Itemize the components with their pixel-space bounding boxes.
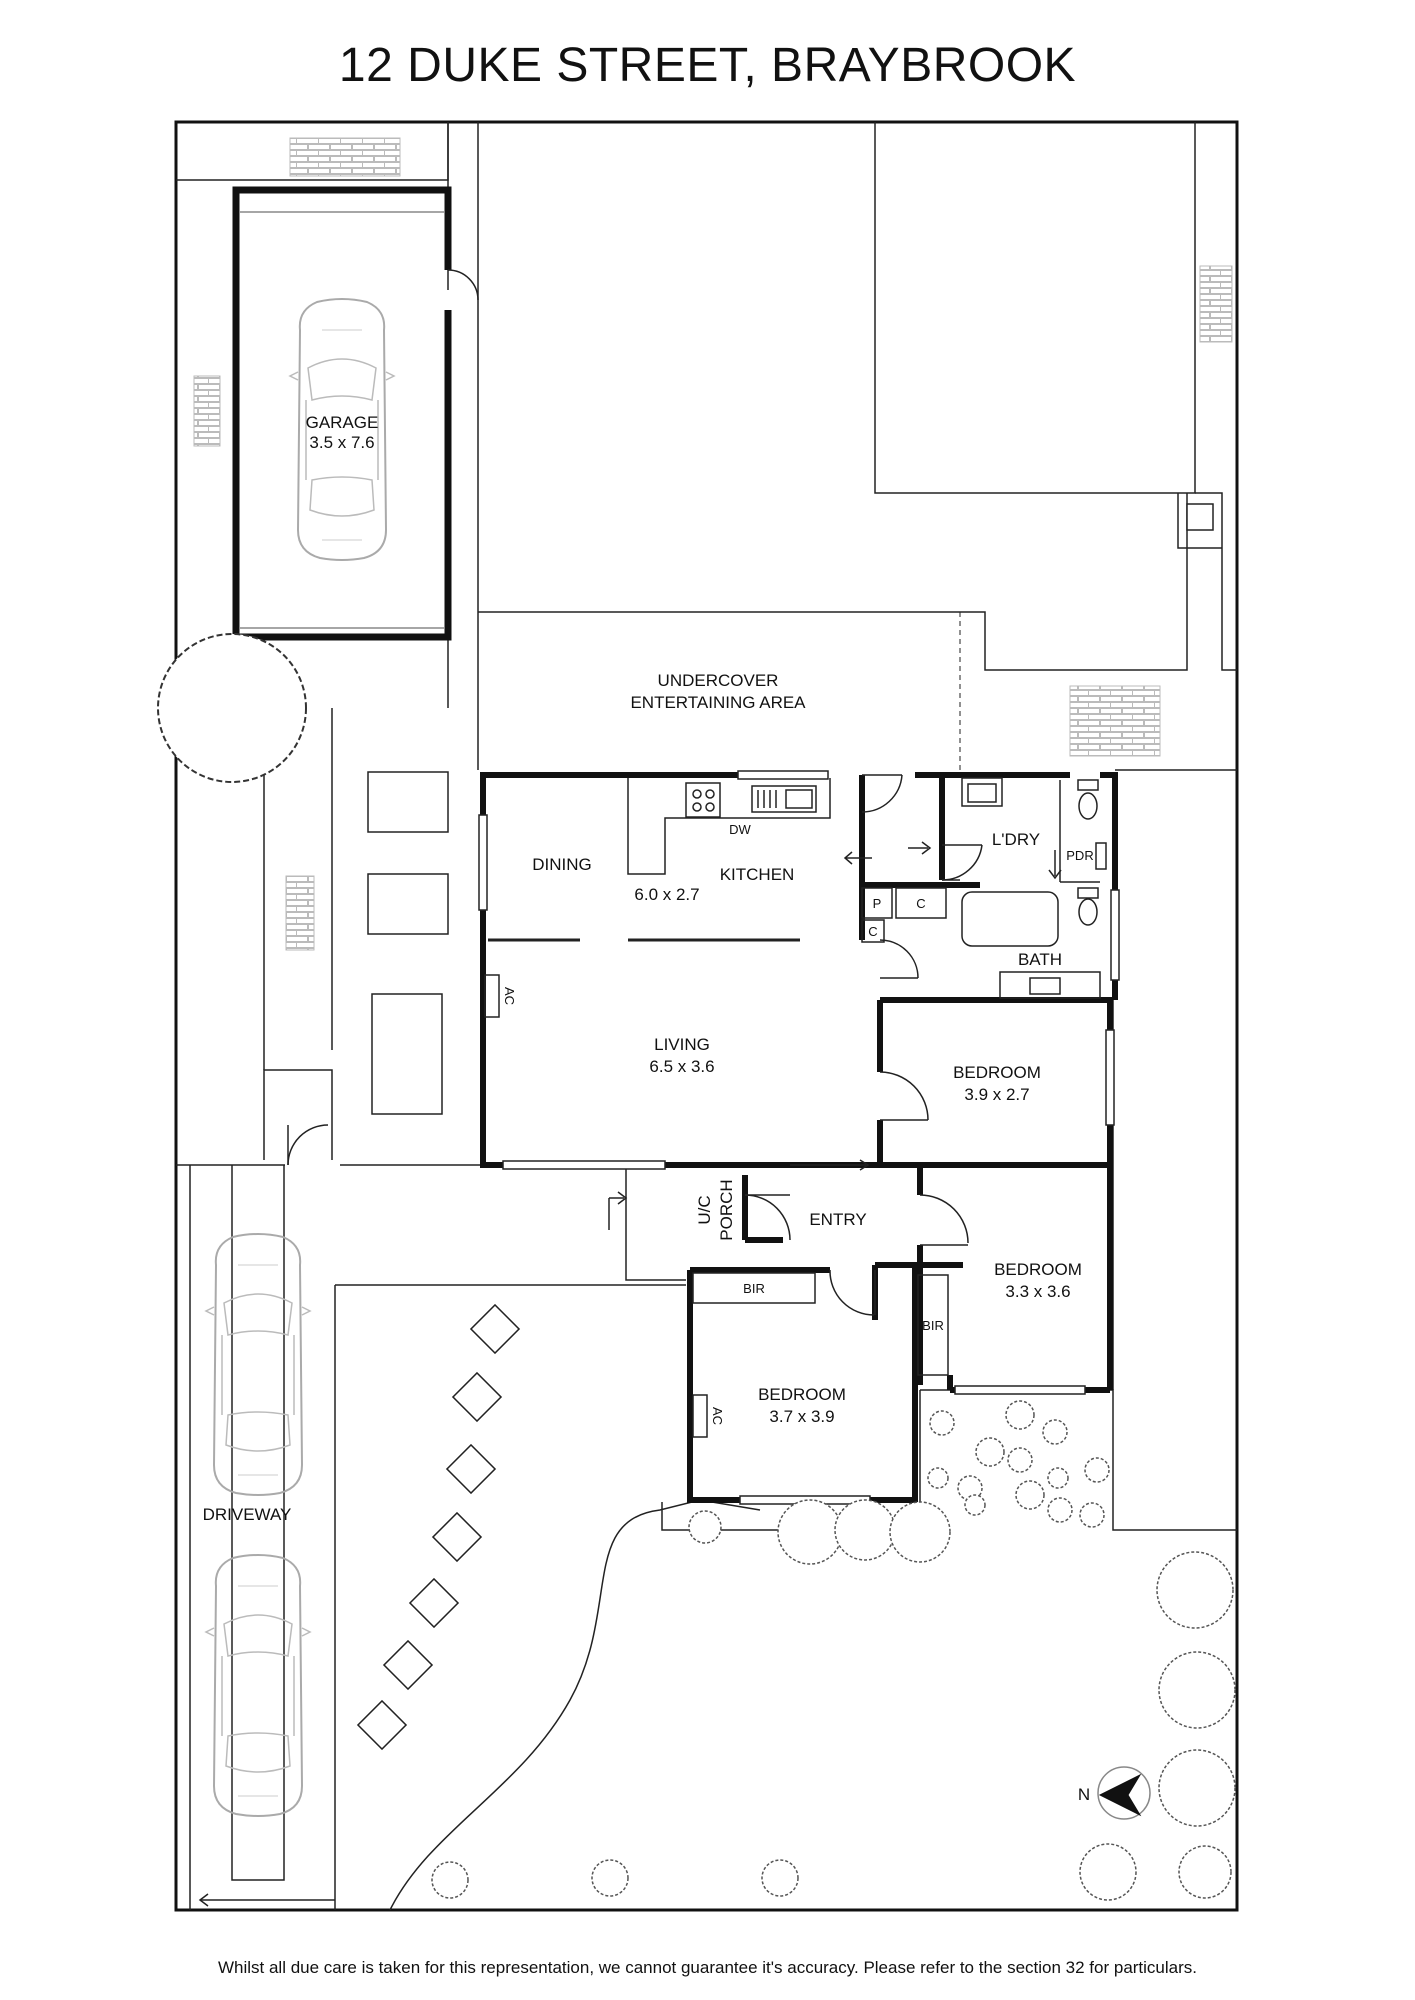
garage-size: 3.5 x 7.6 [309, 433, 374, 452]
floor-plan: GARAGE 3.5 x 7.6 UNDERCOVER ENTERTAINING… [157, 120, 1239, 1912]
ac-label-1: AC [502, 987, 517, 1005]
bedroom1-label: BEDROOM [953, 1063, 1041, 1082]
bedroom2-label: BEDROOM [994, 1260, 1082, 1279]
driveway-car-2 [205, 1554, 311, 1817]
garage-door-swing [447, 269, 479, 301]
driveway-label: DRIVEWAY [203, 1505, 292, 1524]
site-boundary [174, 120, 1239, 1912]
garage-label: GARAGE [306, 413, 379, 432]
bedroom3-label: BEDROOM [758, 1385, 846, 1404]
laundry-label: L'DRY [992, 830, 1040, 849]
site-lines [176, 122, 1237, 1911]
kitchen-label: KITCHEN [720, 865, 795, 884]
garden-beds [367, 771, 449, 1115]
door-swings [287, 774, 983, 1316]
dishwasher-label: DW [729, 822, 751, 837]
stepping-stones [356, 1303, 521, 1751]
living-size: 6.5 x 3.6 [649, 1057, 714, 1076]
ac-label-2: AC [710, 1407, 725, 1425]
cupboard-label-1: C [916, 896, 925, 911]
living-label: LIVING [654, 1035, 710, 1054]
driveway-car-1 [205, 1233, 311, 1496]
powder-label: PDR [1066, 848, 1093, 863]
shrubs [431, 1400, 1236, 1901]
bir-label-1: BIR [743, 1281, 765, 1296]
brick-pavers [193, 137, 1233, 951]
plan-title: 12 DUKE STREET, BRAYBROOK [338, 39, 1077, 92]
cupboard-label-2: C [868, 924, 877, 939]
garage-walls [232, 186, 452, 641]
pantry-label: P [873, 896, 882, 911]
bedroom1-size: 3.9 x 2.7 [964, 1085, 1029, 1104]
porch-label-1: U/C [695, 1195, 714, 1224]
bedroom3-size: 3.7 x 3.9 [769, 1407, 834, 1426]
dining-label: DINING [532, 855, 592, 874]
entry-label: ENTRY [809, 1210, 866, 1229]
undercover-label-1: UNDERCOVER [658, 671, 779, 690]
disclaimer-text: Whilst all due care is taken for this re… [217, 1958, 1198, 1977]
tree-left [157, 633, 307, 783]
compass-north-label: N [1078, 1785, 1090, 1804]
undercover-label-2: ENTERTAINING AREA [630, 693, 806, 712]
compass [1097, 1766, 1151, 1820]
bath-label: BATH [1018, 950, 1062, 969]
internal-lines [484, 777, 1107, 1438]
meter-box [1186, 503, 1214, 531]
bedroom2-size: 3.3 x 3.6 [1005, 1282, 1070, 1301]
bir-label-2: BIR [922, 1318, 944, 1333]
porch-label-2: PORCH [717, 1179, 736, 1240]
direction-arrows [198, 841, 1062, 1907]
kitchen-size: 6.0 x 2.7 [634, 885, 699, 904]
